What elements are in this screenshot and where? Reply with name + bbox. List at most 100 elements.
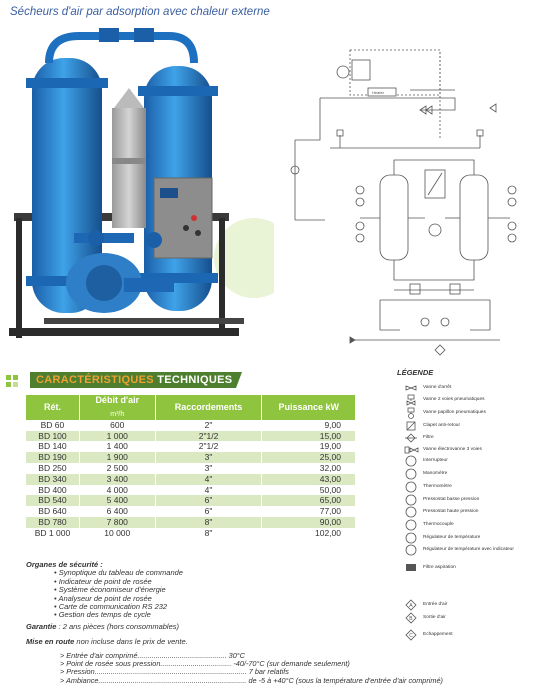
two-way-valve-icon: [406, 394, 416, 406]
section-title: CARACTÉRISTIQUES TECHNIQUES: [36, 372, 232, 388]
legend-label: Pressostat haute pression: [423, 509, 479, 514]
condition-dots: ........................................…: [98, 675, 247, 685]
cell-power: 50,00: [261, 484, 356, 496]
product-photo: [9, 28, 274, 338]
cell-power: 25,00: [261, 452, 356, 463]
cell-flow: 1 900: [79, 452, 156, 463]
legend-label: Vanne papillon pneumatiques: [423, 410, 486, 415]
condition-line: > Point de rosée sous pression..........…: [60, 660, 443, 668]
cell-flow: 10 000: [79, 527, 156, 539]
cell-ref: BD 140: [26, 441, 80, 453]
guarantee-label: Garantie: [26, 622, 57, 631]
condition-label: > Pression: [60, 667, 95, 677]
diamond-b-icon: B: [405, 612, 417, 624]
legend-label: Filtre: [423, 435, 434, 440]
cell-flow: 1 000: [79, 430, 156, 442]
condition-value: 30°C: [228, 651, 245, 660]
condition-label: > Ambiance: [60, 675, 99, 685]
cell-power: 77,00: [261, 506, 356, 517]
condition-label: > Entrée d'air comprimé: [60, 651, 138, 660]
cell-flow: 600: [79, 419, 156, 431]
safety-item: Indicateur de point de rosée: [54, 577, 183, 586]
safety-title: Organes de sécurité :: [26, 560, 103, 569]
cell-power: 9,00: [261, 419, 356, 431]
condition-line: > Ambiance..............................…: [60, 675, 443, 685]
cell-connection: 8": [155, 527, 263, 539]
circle-symbol-icon: [405, 481, 417, 493]
safety-item: Synoptique du tableau de commande: [54, 568, 183, 577]
cell-flow: 2 500: [79, 462, 156, 474]
cell-ref: BD 100: [26, 430, 80, 442]
heater-label: Heater: [372, 90, 385, 95]
guarantee-line: Garantie : 2 ans pièces (hors consommabl…: [26, 622, 179, 631]
cell-connection: 2"1/2: [155, 441, 263, 453]
col-power: Puissance kW: [261, 395, 356, 420]
cell-ref: BD 190: [26, 452, 80, 463]
condition-line: > Pression..............................…: [60, 668, 443, 676]
section-title-rest: TECHNIQUES: [153, 374, 233, 386]
cell-connection: 8": [155, 516, 263, 528]
cell-connection: 2"1/2: [155, 430, 263, 442]
col-connections: Raccordements: [155, 395, 263, 420]
page-title: Sécheurs d'air par adsorption avec chale…: [10, 6, 270, 18]
svg-text:A: A: [409, 603, 413, 609]
section-dots-icon: [6, 375, 18, 387]
cell-ref: BD 60: [26, 419, 80, 431]
cell-power: 43,00: [261, 473, 356, 485]
legend-label: Filtre aspiration: [423, 565, 456, 570]
legend-label: Régulateur de température: [423, 535, 481, 540]
section-bar: [30, 372, 242, 388]
cell-flow: 3 400: [79, 473, 156, 485]
cell-power: 19,00: [261, 441, 356, 453]
legend-title: LÉGENDE: [397, 368, 434, 377]
cell-ref: BD 780: [26, 516, 80, 528]
condition-value: -40/-70°C (sur demande seulement): [233, 659, 350, 669]
condition-dots: ...................................: [160, 659, 232, 669]
safety-list: Synoptique du tableau de commandeIndicat…: [26, 568, 183, 619]
cell-connection: 6": [155, 506, 263, 517]
circle-symbol-icon: [405, 506, 417, 518]
filled-square-icon: [406, 564, 416, 571]
circle-symbol-icon: [405, 519, 417, 531]
legend-label: Manomètre: [423, 471, 448, 476]
three-way-valve-icon: [404, 446, 419, 454]
cell-flow: 7 800: [79, 516, 156, 528]
mise-en-route-line: Mise en route non incluse dans le prix d…: [26, 637, 188, 646]
cell-flow: 6 400: [79, 506, 156, 517]
legend-label: Thermocouple: [423, 522, 454, 527]
butterfly-valve-icon: [407, 407, 415, 419]
safety-item: Carte de communication RS 232: [54, 602, 183, 611]
cell-ref: BD 1 000: [26, 527, 80, 539]
svg-text:C: C: [409, 633, 413, 639]
legend-label: Pressostat basse pression: [423, 497, 480, 502]
guarantee-text: : 2 ans pièces (hors consommables): [56, 622, 179, 631]
valve-icon: [405, 385, 417, 391]
cell-connection: 3": [155, 462, 263, 474]
col-flow-label: Débit d'air: [95, 395, 140, 405]
condition-dots: ........................................…: [94, 667, 247, 677]
legend-label: Régulateur de température avec indicateu…: [423, 547, 514, 552]
legend-label: Vanne électrovanne 3 voies: [423, 447, 482, 452]
cell-flow: 1 400: [79, 441, 156, 453]
cell-connection: 3": [155, 452, 263, 463]
legend-label: Entrée d'air: [423, 602, 448, 607]
safety-item: Système économiseur d'énergie: [54, 585, 183, 594]
cell-flow: 5 400: [79, 495, 156, 507]
mise-label: Mise en route: [26, 637, 75, 646]
legend-label: Clapet anti-retour: [423, 423, 461, 428]
cell-ref: BD 540: [26, 495, 80, 507]
cell-ref: BD 340: [26, 473, 80, 485]
condition-value: 7 bar relatifs: [248, 667, 289, 677]
